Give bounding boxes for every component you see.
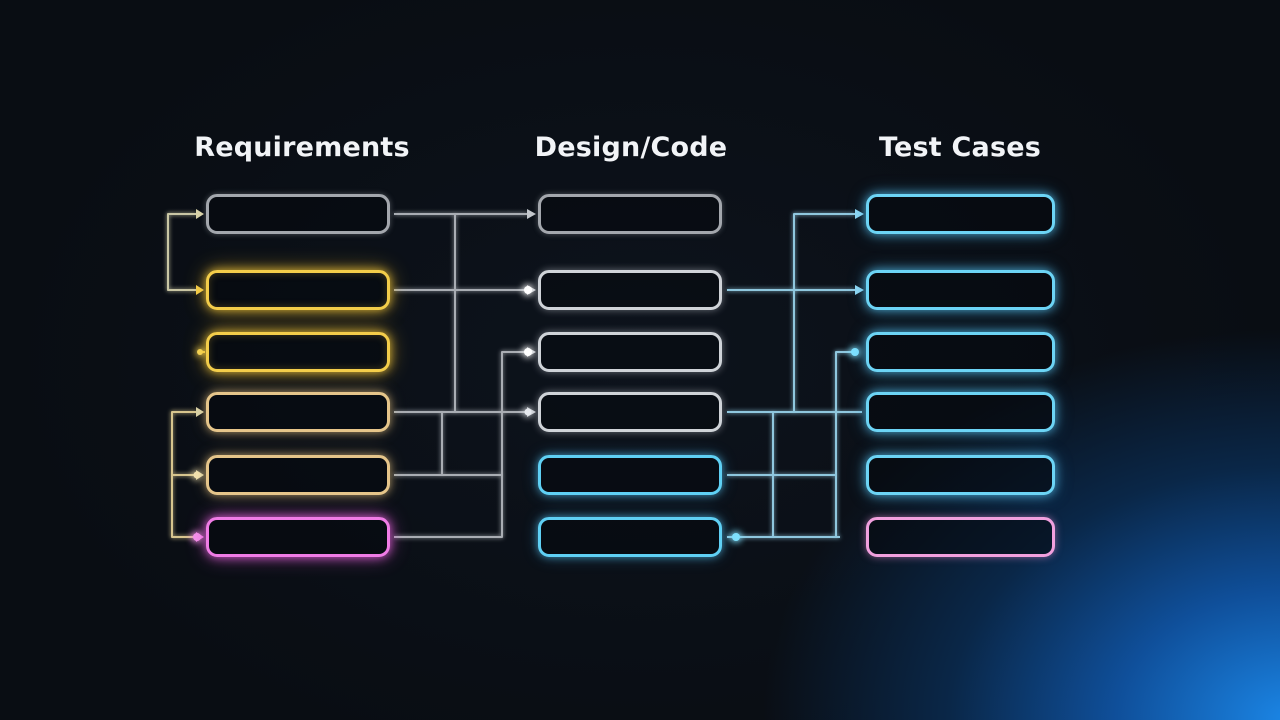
design-node-5[interactable]: [538, 455, 722, 495]
link-test-bus-a: [793, 213, 855, 412]
arrow-head: [527, 407, 536, 417]
design-node-6[interactable]: [538, 517, 722, 557]
requirement-node-2[interactable]: [206, 270, 390, 310]
arrow-head: [527, 347, 536, 357]
junction-dot: [193, 471, 201, 479]
requirement-node-1[interactable]: [206, 194, 390, 234]
req-feed-link-top: [167, 213, 197, 291]
junction-dot: [524, 348, 532, 356]
link-req5-bus: [394, 412, 443, 476]
test-node-6[interactable]: [866, 517, 1055, 557]
arrow-head: [196, 532, 204, 542]
test-arrows: [855, 209, 864, 295]
arrow-head: [527, 209, 536, 219]
test-node-5[interactable]: [866, 455, 1055, 495]
test-node-2[interactable]: [866, 270, 1055, 310]
junction-dot: [732, 533, 740, 541]
requirement-node-4[interactable]: [206, 392, 390, 432]
link-req6-bus: [394, 474, 503, 538]
arrow-head: [855, 285, 864, 295]
arrow-head: [527, 285, 536, 295]
arrow-head: [196, 285, 204, 295]
junction-dot: [197, 349, 203, 355]
test-cases-title: Test Cases: [878, 132, 1041, 163]
junction-dot: [193, 533, 201, 541]
design-node-3[interactable]: [538, 332, 722, 372]
requirement-node-3[interactable]: [206, 332, 390, 372]
arrow-head: [855, 209, 864, 219]
design-code-title: Design/Code: [534, 132, 728, 163]
requirement-node-5[interactable]: [206, 455, 390, 495]
req-feed-arrows: [196, 209, 204, 542]
design-node-2[interactable]: [538, 270, 722, 310]
req-feed-link-bottom: [171, 411, 197, 538]
design-arrows: [527, 209, 536, 417]
junction-dot: [524, 286, 532, 294]
arrow-head: [196, 209, 204, 219]
design-node-1[interactable]: [538, 194, 722, 234]
arrow-head: [196, 407, 204, 417]
link-bus-design3: [501, 351, 528, 475]
link-bus-vertical-c: [835, 351, 855, 537]
requirements-title: Requirements: [194, 132, 410, 163]
junction-dot: [851, 348, 859, 356]
junction-dot: [524, 408, 532, 416]
requirement-node-6[interactable]: [206, 517, 390, 557]
test-node-1[interactable]: [866, 194, 1055, 234]
arrow-head: [196, 470, 204, 480]
test-node-4[interactable]: [866, 392, 1055, 432]
design-node-4[interactable]: [538, 392, 722, 432]
test-node-3[interactable]: [866, 332, 1055, 372]
